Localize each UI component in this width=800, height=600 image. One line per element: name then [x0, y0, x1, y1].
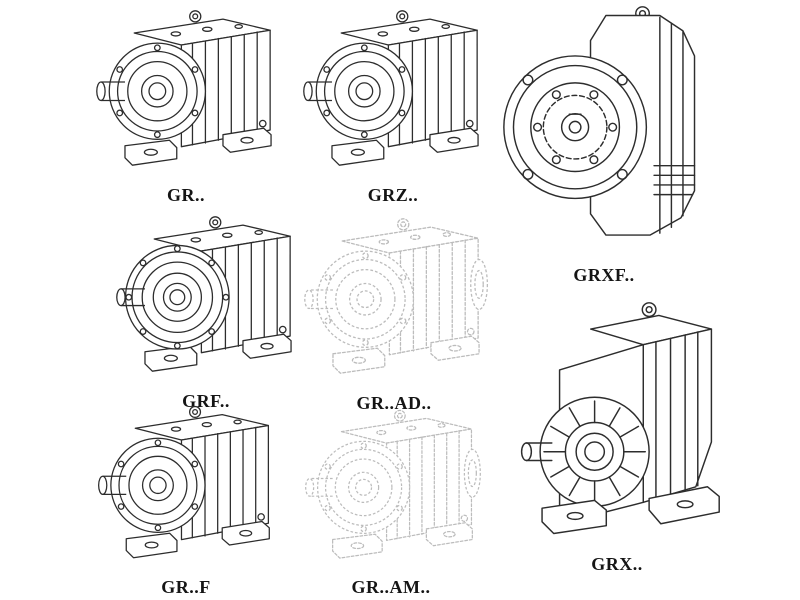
- gearbox-label-grxf: GRXF..: [573, 265, 635, 285]
- gearbox-drawing-grad: [296, 214, 492, 390]
- gearbox-label-gr: GR..: [167, 185, 205, 205]
- gearbox-figure-grff: GR..F: [88, 402, 284, 598]
- gearbox-drawing-gram: [296, 406, 486, 574]
- gearbox-figure-grxf: GRXF..: [498, 2, 710, 286]
- gearbox-label-gram: GR..AM..: [351, 577, 431, 597]
- gearbox-label-grff: GR..F: [161, 577, 211, 597]
- gearbox-figure-grz: GRZ..: [295, 6, 491, 206]
- gearbox-label-grad: GR..AD..: [356, 393, 432, 413]
- gearbox-drawing-grff: [88, 402, 284, 574]
- gearbox-label-grf: GRF..: [182, 391, 230, 411]
- gearbox-label-grx: GRX..: [591, 554, 643, 574]
- gearbox-figure-gr: GR..: [88, 6, 284, 206]
- gearbox-drawing-grxf: [498, 2, 710, 262]
- gearbox-figure-grx: GRX..: [505, 296, 729, 575]
- gearbox-figure-grf: GRF..: [108, 212, 304, 412]
- gearbox-drawing-grf: [108, 212, 304, 388]
- gearbox-figure-grad: GR..AD..: [296, 214, 492, 414]
- gearbox-drawing-gr: [88, 6, 284, 182]
- gearbox-drawing-grx: [505, 296, 729, 551]
- gearbox-label-grz: GRZ..: [367, 185, 419, 205]
- gearbox-figure-gram: GR..AM..: [296, 406, 486, 598]
- gearbox-drawing-grz: [295, 6, 491, 182]
